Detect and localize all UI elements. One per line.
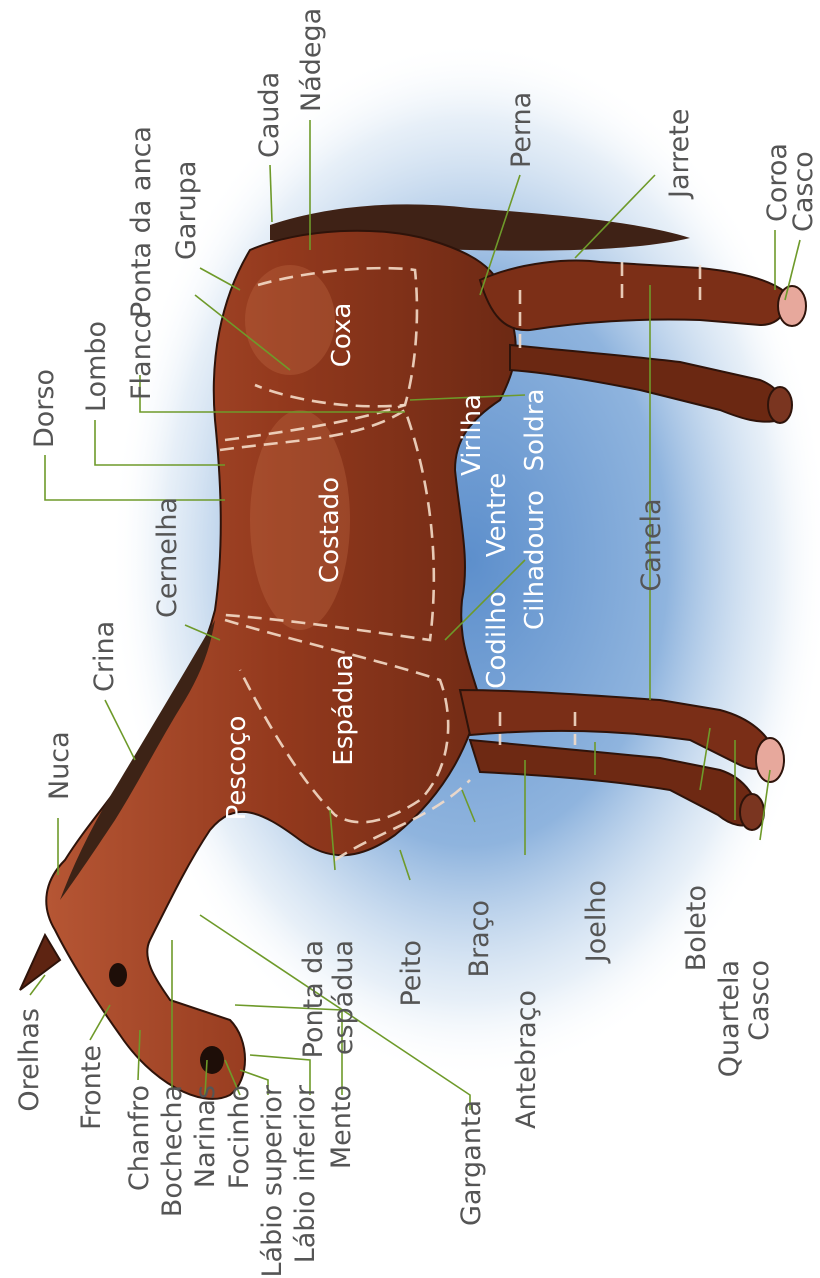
label-focinho: Focinho xyxy=(224,1085,255,1189)
label-coxa: Coxa xyxy=(327,303,357,368)
label-espadua-lower: espádua xyxy=(328,940,359,1055)
label-jarrete: Jarrete xyxy=(664,109,695,200)
label-cernelha: Cernelha xyxy=(152,497,183,618)
label-costado: Costado xyxy=(315,477,345,583)
label-soldra: Soldra xyxy=(520,389,550,472)
label-mento: Mento xyxy=(326,1085,357,1169)
label-bochecha: Bochecha xyxy=(157,1085,188,1217)
label-pescoco: Pescoço xyxy=(222,716,252,821)
label-narinas: Narinas xyxy=(190,1085,221,1188)
label-garganta: Garganta xyxy=(456,1100,487,1226)
label-fronte: Fronte xyxy=(76,1045,107,1130)
label-flanco: Flanco xyxy=(126,312,157,400)
label-espadua: Espádua xyxy=(329,654,359,765)
label-labio-superior: Lábio superior xyxy=(257,1084,288,1277)
label-ponta-da: Ponta da xyxy=(298,940,329,1058)
label-casco-traseiro: Casco xyxy=(788,151,819,232)
label-cauda: Cauda xyxy=(254,72,285,158)
leader-fronte xyxy=(90,1005,110,1040)
label-antebraco: Antebraço xyxy=(511,990,542,1129)
label-canela: Canela xyxy=(636,498,667,591)
label-dorso: Dorso xyxy=(29,369,60,448)
label-joelho: Joelho xyxy=(581,880,612,964)
label-quartela: Quartela xyxy=(714,960,745,1077)
label-perna: Perna xyxy=(506,92,537,168)
label-chanfro: Chanfro xyxy=(124,1085,155,1191)
label-nadega: Nádega xyxy=(296,8,327,112)
label-lombo: Lombo xyxy=(81,321,112,412)
label-boleto: Boleto xyxy=(681,885,712,971)
label-ponta-anca: Ponta da anca xyxy=(126,126,157,318)
hoof-rear-2 xyxy=(768,387,792,423)
label-labio-inferior: Lábio inferior xyxy=(290,1084,321,1263)
label-cilhadouro: Cilhadouro xyxy=(520,490,550,630)
label-garupa: Garupa xyxy=(171,161,202,260)
label-virilha: Virilha xyxy=(457,394,487,476)
hoof-front-2 xyxy=(740,794,764,830)
label-codilho: Codilho xyxy=(482,591,512,688)
label-orelhas: Orelhas xyxy=(14,1008,45,1112)
label-nuca: Nuca xyxy=(44,731,75,800)
coat-highlight-2 xyxy=(245,265,335,375)
label-peito: Peito xyxy=(396,940,427,1007)
label-ventre: Ventre xyxy=(482,473,512,558)
hoof-rear-1 xyxy=(778,286,806,326)
nostril xyxy=(200,1046,224,1074)
label-crina: Crina xyxy=(89,621,120,692)
eye xyxy=(109,963,127,987)
label-casco-dianteiro: Casco xyxy=(744,960,775,1041)
label-braco: Braço xyxy=(464,900,495,978)
